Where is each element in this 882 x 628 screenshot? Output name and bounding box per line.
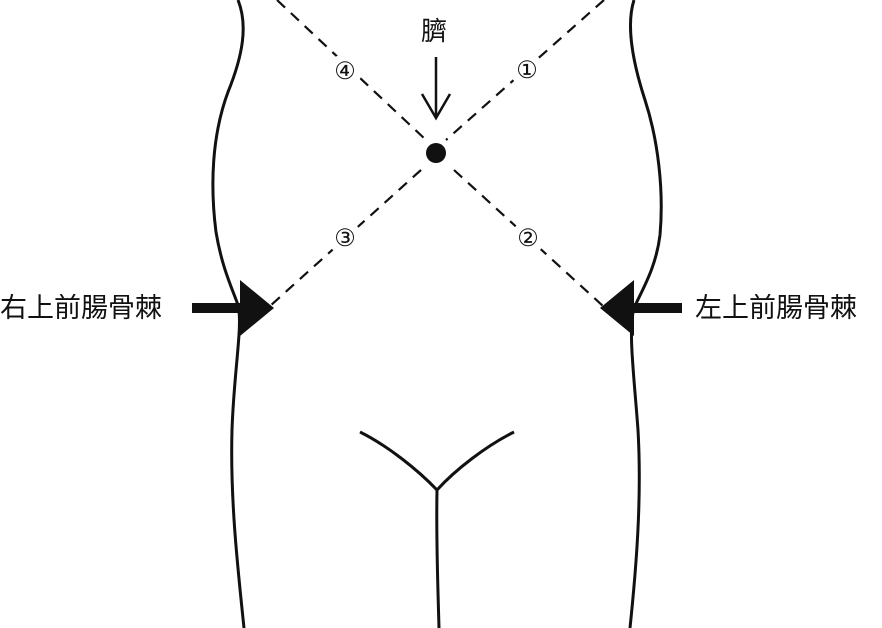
body-outline-right — [628, 0, 663, 628]
quadrant-label-1: ① — [510, 53, 544, 87]
groin-line — [359, 430, 515, 493]
inner-thigh-line — [435, 489, 441, 628]
right-asis-arrow-icon — [192, 280, 274, 336]
quadrant-number: ④ — [334, 57, 356, 85]
quadrant-label-3: ③ — [328, 221, 362, 255]
body-outline-left — [211, 0, 246, 628]
navel-arrow-icon — [420, 57, 452, 121]
left-asis-label: 左上前腸骨棘 — [695, 293, 857, 324]
quadrant-label-2: ② — [511, 221, 545, 255]
quadrant-label-4: ④ — [328, 54, 362, 88]
quadrant-number: ③ — [334, 224, 356, 252]
left-asis-arrow-icon — [600, 280, 682, 336]
navel-dot — [426, 143, 446, 163]
quadrant-number: ① — [516, 56, 538, 84]
right-asis-label: 右上前腸骨棘 — [0, 293, 162, 324]
navel-label: 臍 — [421, 17, 447, 47]
quadrant-number: ② — [517, 224, 539, 252]
